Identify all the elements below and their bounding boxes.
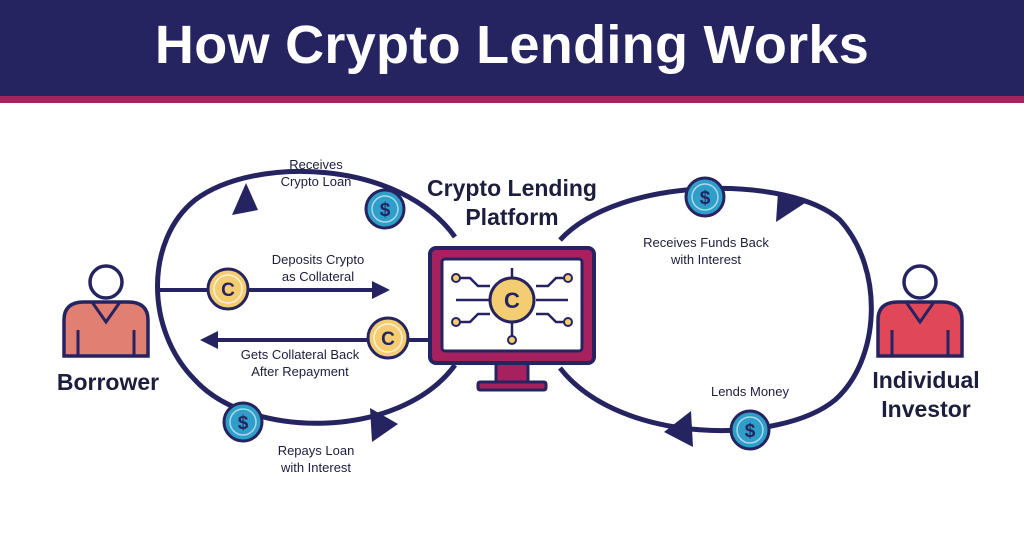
svg-text:C: C xyxy=(504,288,520,313)
svg-text:$: $ xyxy=(745,421,756,442)
flow-label-repays-loan: Repays Loan with Interest xyxy=(277,443,355,475)
monitor-icon: C xyxy=(428,246,596,392)
crypto-coin-icon: C xyxy=(366,316,410,360)
arrowhead-repays-loan xyxy=(370,408,398,442)
deposit-arrowhead xyxy=(372,281,390,299)
svg-text:$: $ xyxy=(700,188,711,209)
arrowhead-lends-money xyxy=(664,411,693,447)
return-arrowhead xyxy=(200,331,218,349)
dollar-coin-icon: $ xyxy=(364,188,406,230)
header-banner: How Crypto Lending Works xyxy=(0,0,1024,103)
arrowhead-receives-funds xyxy=(776,192,805,222)
svg-text:$: $ xyxy=(238,413,249,434)
investor-label: Individual Investor xyxy=(872,367,980,422)
platform-label: Crypto Lending Platform xyxy=(427,175,597,230)
svg-text:C: C xyxy=(381,329,395,350)
flow-label-lends-money: Lends Money xyxy=(710,384,790,399)
borrower-icon xyxy=(62,264,150,358)
flow-label-receives-funds-back: Receives Funds Back with Interest xyxy=(643,235,769,267)
left-loop-path xyxy=(155,168,458,426)
arrowhead-receives-loan xyxy=(232,183,258,215)
flow-label-receives-loan: Receives Crypto Loan xyxy=(280,157,352,189)
svg-text:C: C xyxy=(221,280,235,301)
flow-label-gets-collateral-back: Gets Collateral Back After Repayment xyxy=(240,347,360,379)
investor-icon xyxy=(876,264,964,358)
dollar-coin-icon: $ xyxy=(222,401,264,443)
crypto-coin-icon: C xyxy=(206,267,250,311)
dollar-coin-icon: $ xyxy=(729,409,771,451)
borrower-label: Borrower xyxy=(56,369,160,395)
page-title: How Crypto Lending Works xyxy=(154,15,870,75)
flow-label-deposits-collateral: Deposits Crypto as Collateral xyxy=(271,252,365,284)
svg-text:$: $ xyxy=(380,200,391,221)
dollar-coin-icon: $ xyxy=(684,176,726,218)
lending-flow-diagram: $ $ $ $ C C xyxy=(62,168,964,451)
